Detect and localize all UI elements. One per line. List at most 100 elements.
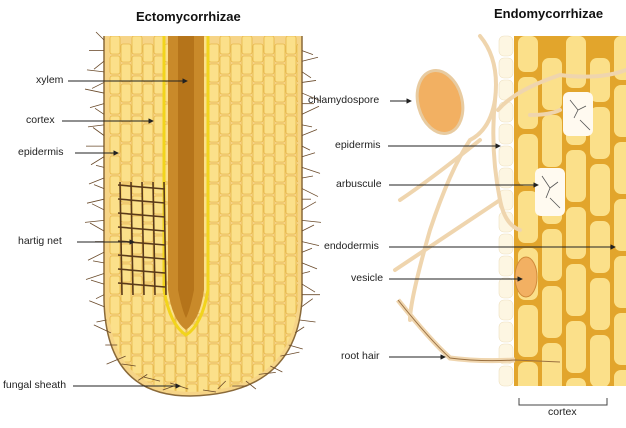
fungal-hair bbox=[84, 220, 105, 223]
root-cell bbox=[109, 155, 121, 175]
root-cell bbox=[230, 43, 242, 63]
root-cell bbox=[263, 195, 275, 215]
cortex-bracket bbox=[518, 398, 608, 406]
root-cell bbox=[208, 123, 220, 143]
fungal-hair bbox=[280, 351, 300, 357]
fungal-hair bbox=[288, 344, 303, 350]
root-cell bbox=[142, 223, 154, 243]
root-cell bbox=[219, 335, 231, 355]
root-cell bbox=[252, 383, 264, 392]
label-root-hair: root hair bbox=[341, 350, 380, 362]
fungal-hair bbox=[95, 31, 105, 41]
root-cell bbox=[175, 335, 187, 355]
root-cell bbox=[252, 263, 264, 283]
root-cell bbox=[109, 295, 121, 315]
hartig-hypha bbox=[117, 268, 166, 274]
root-cell bbox=[208, 263, 220, 283]
root-cell bbox=[131, 75, 143, 95]
fungal-hair bbox=[301, 50, 314, 55]
root-cell bbox=[186, 363, 198, 383]
root-cell bbox=[252, 103, 264, 123]
root-cell bbox=[241, 195, 253, 215]
root-cell bbox=[154, 396, 164, 414]
root-cell bbox=[296, 103, 298, 123]
fungal-hair bbox=[90, 279, 105, 285]
root-cell bbox=[120, 343, 132, 363]
root-cell bbox=[296, 383, 298, 392]
root-cell bbox=[263, 255, 275, 275]
root-cell bbox=[230, 283, 242, 303]
root-cell bbox=[219, 55, 231, 75]
fungal-hair bbox=[301, 124, 313, 128]
label-endodermis: endodermis bbox=[324, 240, 379, 252]
root-cell bbox=[252, 43, 264, 63]
root-cell bbox=[285, 375, 297, 392]
cortex-cell bbox=[566, 36, 586, 88]
hartig-hypha bbox=[117, 198, 166, 204]
fungal-hair bbox=[301, 175, 314, 179]
root-cell bbox=[219, 155, 231, 175]
fungal-hair bbox=[84, 88, 105, 94]
root-cell bbox=[264, 396, 274, 414]
root-cell bbox=[252, 183, 264, 203]
root-cell bbox=[109, 375, 121, 392]
root-cell bbox=[274, 63, 286, 83]
root-cell bbox=[219, 75, 231, 95]
root-cell bbox=[208, 143, 220, 163]
root-cell bbox=[230, 263, 242, 283]
cortex-cell bbox=[566, 321, 586, 373]
epidermis-cell bbox=[498, 145, 514, 167]
hartig-hypha bbox=[141, 181, 145, 296]
root-cell bbox=[219, 175, 231, 195]
root-cell bbox=[186, 343, 198, 363]
root-cell bbox=[142, 63, 154, 83]
root-cell bbox=[197, 355, 209, 375]
fungal-hair bbox=[301, 247, 313, 253]
root-cell bbox=[263, 115, 275, 135]
fungal-hair bbox=[217, 380, 227, 390]
root-cell bbox=[120, 43, 132, 63]
cortex-cell bbox=[518, 36, 538, 72]
root-cell bbox=[241, 215, 253, 235]
fungal-hair bbox=[301, 166, 321, 174]
root-cell bbox=[120, 123, 132, 143]
fungal-hair bbox=[245, 380, 257, 390]
root-cell bbox=[120, 63, 132, 83]
root-cell bbox=[263, 335, 275, 355]
root-cell bbox=[131, 355, 143, 375]
epidermis-cell bbox=[498, 365, 514, 387]
fungal-hair bbox=[85, 273, 105, 280]
root-cell bbox=[274, 283, 286, 303]
root-cell bbox=[296, 263, 298, 283]
cortex-cell bbox=[566, 150, 586, 202]
fungal-hair bbox=[301, 224, 315, 232]
root-cell bbox=[208, 83, 220, 103]
root-cell bbox=[285, 195, 297, 215]
root-cell bbox=[208, 243, 220, 263]
root-cell bbox=[109, 235, 121, 255]
fungal-hair bbox=[301, 201, 317, 211]
root-cell bbox=[296, 283, 298, 303]
root-cell bbox=[109, 55, 121, 75]
root-cell bbox=[274, 143, 286, 163]
root-cell bbox=[131, 315, 143, 335]
root-cell bbox=[252, 63, 264, 83]
label-arbuscule: arbuscule bbox=[336, 178, 382, 190]
root-cell bbox=[131, 95, 143, 115]
fungal-hair bbox=[143, 376, 161, 382]
label-epidermis: epidermis bbox=[18, 146, 64, 158]
root-cell bbox=[296, 83, 298, 103]
label-fungal-sheath: fungal sheath bbox=[3, 379, 67, 391]
root-cell bbox=[208, 183, 220, 203]
fungal-hair bbox=[89, 300, 105, 308]
fungal-hair bbox=[301, 92, 322, 102]
root-cell bbox=[109, 135, 121, 155]
root-cell bbox=[263, 295, 275, 315]
root-cell bbox=[263, 36, 275, 55]
root-cell bbox=[252, 163, 264, 183]
root-cell bbox=[219, 195, 231, 215]
root-cell bbox=[263, 75, 275, 95]
root-cell bbox=[120, 143, 132, 163]
root-cell bbox=[208, 303, 220, 323]
root-cell bbox=[109, 95, 121, 115]
